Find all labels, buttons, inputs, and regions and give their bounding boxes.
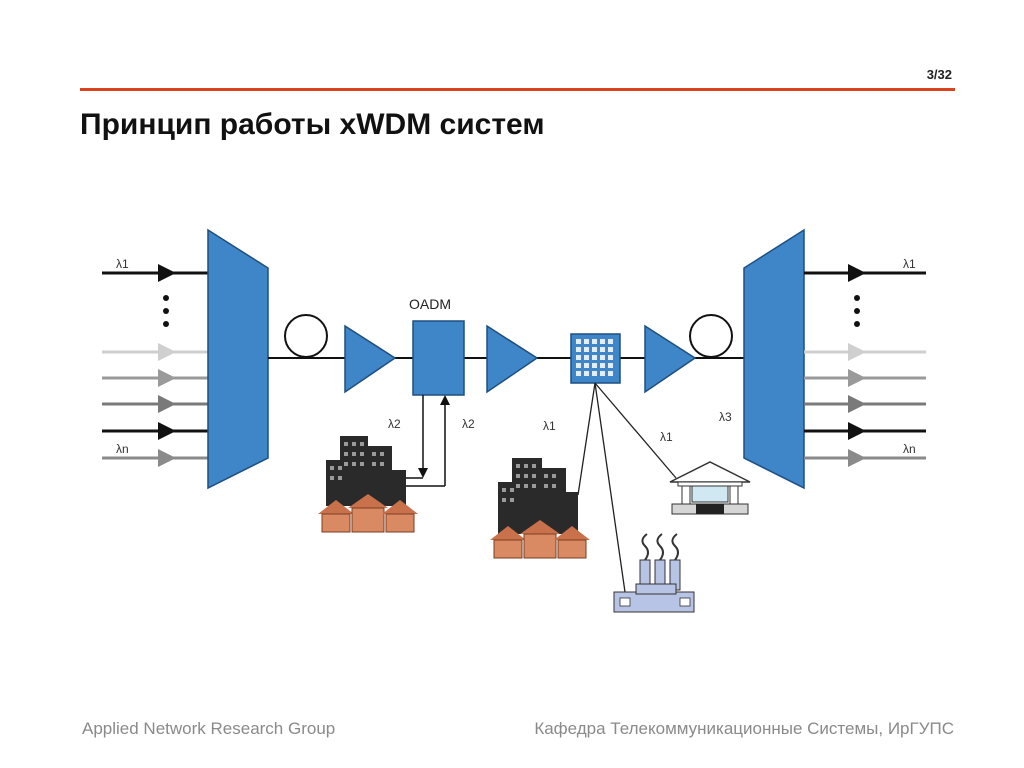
input-channels — [102, 264, 208, 467]
output-channels — [804, 264, 926, 467]
label-out-ln: λn — [903, 442, 916, 456]
multiplexer-icon — [207, 228, 269, 490]
oadm-icon — [412, 320, 465, 396]
label-oadm-drop: λ2 — [388, 417, 401, 431]
cross-connect-icon — [570, 333, 621, 384]
label-out-l1: λ1 — [903, 257, 916, 271]
fiber-spool-icon — [689, 314, 733, 358]
footer-right: Кафедра Телекоммуникационные Системы, Ир… — [534, 719, 954, 738]
amplifier-icon — [486, 324, 539, 394]
demultiplexer-icon — [743, 228, 805, 490]
label-in-l1: λ1 — [116, 257, 129, 271]
amplifier-icon — [344, 324, 397, 394]
label-bank-l1: λ1 — [660, 430, 673, 444]
label-in-ln: λn — [116, 442, 129, 456]
page-number: 3/32 — [926, 67, 952, 82]
bank-icon — [669, 461, 751, 515]
cross-connect-drops — [577, 382, 677, 593]
amplifier-icon — [644, 324, 697, 394]
oadm-label: OADM — [409, 296, 451, 312]
footer-left: Applied Network Research Group — [82, 719, 336, 738]
city-icon — [318, 436, 418, 533]
header-rule — [80, 88, 955, 91]
label-city-l1: λ1 — [543, 419, 556, 433]
label-demux-l3: λ3 — [719, 410, 732, 424]
city-icon — [490, 458, 590, 559]
oadm-drop-add — [404, 395, 450, 487]
page-title: Принцип работы xWDM систем — [80, 108, 545, 141]
factory-icon — [613, 533, 695, 613]
fiber-spool-icon — [284, 314, 328, 358]
label-oadm-add: λ2 — [462, 417, 475, 431]
